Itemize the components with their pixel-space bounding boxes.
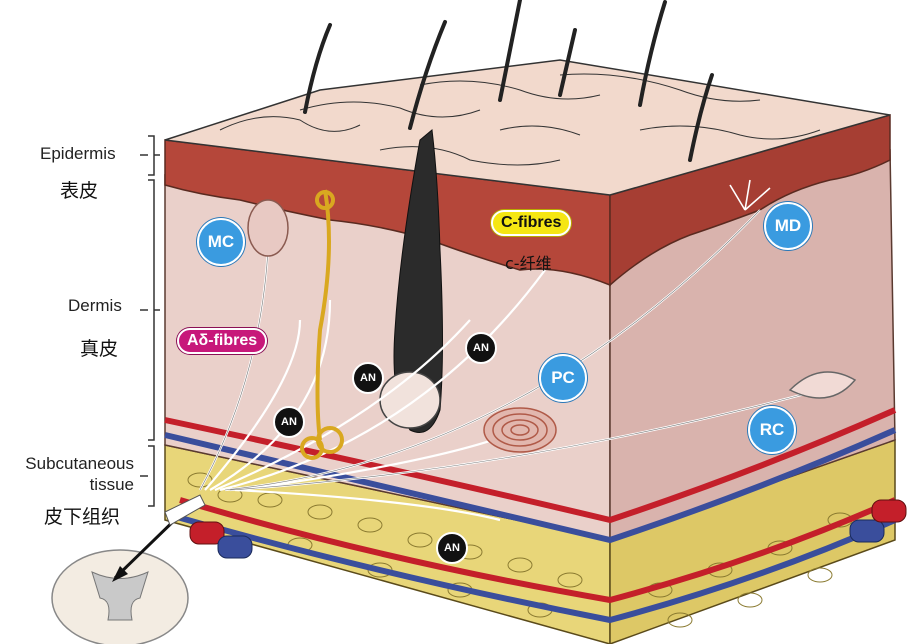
dermis-label-zh: 真皮 [80, 338, 119, 360]
nerve-fibres-outline [199, 209, 821, 491]
skin-surface [164, 59, 891, 196]
subcutaneous-label-zh: 皮下组织 [44, 506, 121, 528]
an-marker-3: AN [465, 332, 497, 364]
subcutaneous-label-line2: tissue [89, 475, 134, 494]
an-marker-1: AN [352, 362, 384, 394]
surface-cells [219, 73, 821, 166]
nerve-bundle [164, 494, 206, 526]
hairs [303, 0, 714, 162]
epidermis-label-zh: 表皮 [60, 180, 99, 202]
epidermis-front [164, 139, 611, 287]
mc-badge: MC [197, 218, 245, 266]
a-delta-fibre [300, 189, 344, 460]
an-marker-4: AN [436, 532, 468, 564]
pacinian-corpuscle [483, 407, 557, 453]
c-fibres-label-zh: c-纤维 [505, 254, 552, 273]
a-delta-fibres-label: Aδ-fibres [177, 328, 268, 354]
subcutaneous-label-line1: Subcutaneous [25, 454, 134, 473]
dermis-label: Dermis [68, 296, 122, 315]
ruffini-corpuscle [788, 371, 857, 399]
pc-badge: PC [539, 354, 587, 402]
an-marker-2: AN [273, 406, 305, 438]
vessel-ends [189, 499, 907, 559]
epidermis-label: Epidermis [40, 144, 116, 163]
rc-badge: RC [748, 406, 796, 454]
c-fibres-label: C-fibres [491, 210, 572, 236]
meissner-corpuscle [247, 199, 289, 257]
merkel-disc [729, 179, 771, 211]
spinal-cord-section [51, 508, 189, 644]
md-badge: MD [764, 202, 812, 250]
blood-vessels [164, 407, 897, 624]
